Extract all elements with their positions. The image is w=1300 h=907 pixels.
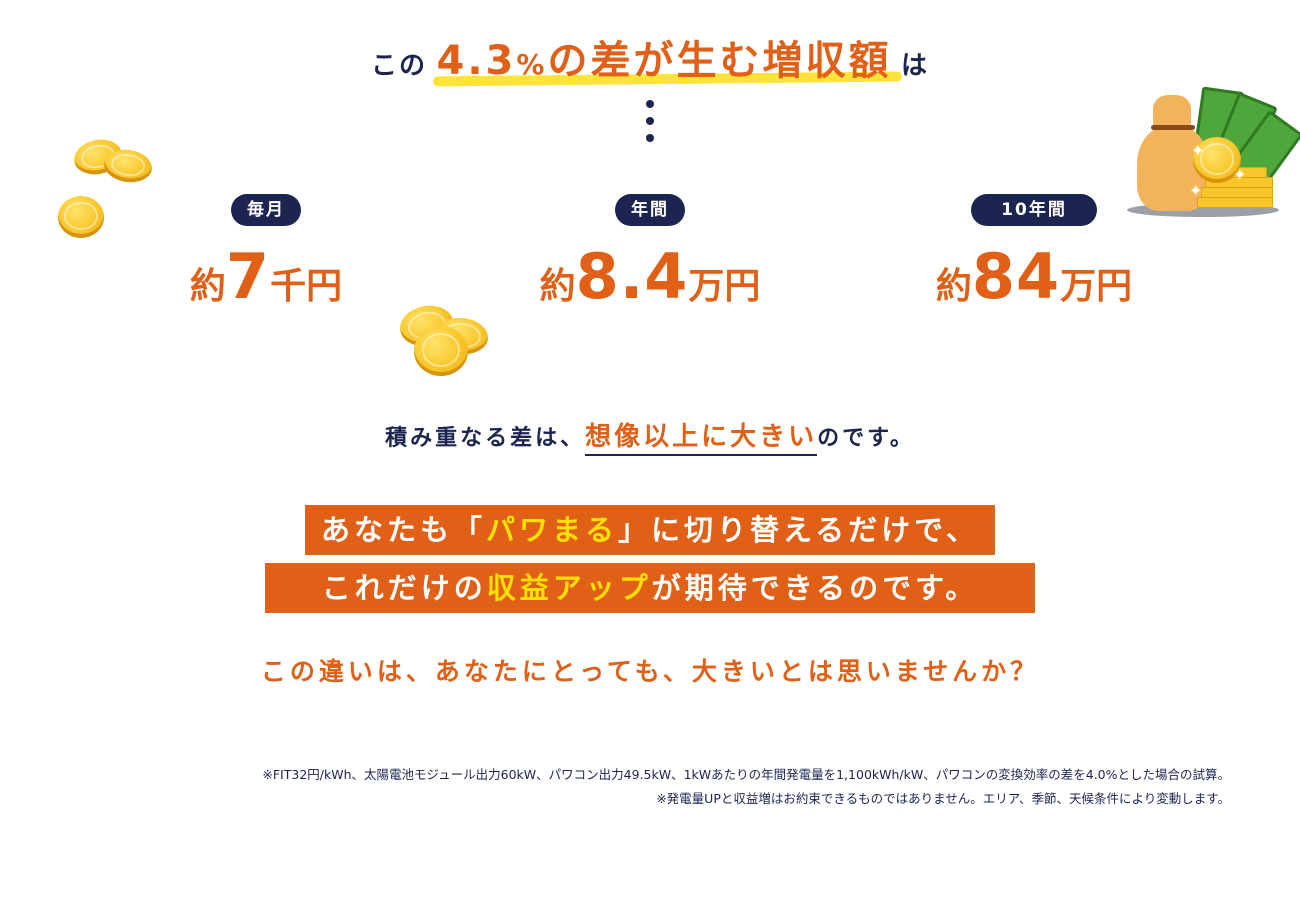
brand-name: パワまる <box>486 513 619 547</box>
heading-number: 4.3 <box>436 38 517 84</box>
period-badge: 10年間 <box>971 194 1097 226</box>
summary-text: 積み重なる差は、想像以上に大きいのです。 <box>0 416 1300 456</box>
period-badge: 年間 <box>615 194 685 226</box>
banner-switch: あなたも「パワまる」に切り替えるだけで、 <box>305 505 995 555</box>
period-amount: 約84万円 <box>935 240 1133 313</box>
period-yearly: 年間 約8.4万円 <box>500 194 800 313</box>
period-amount: 約7千円 <box>189 240 343 313</box>
period-amount: 約8.4万円 <box>539 240 761 313</box>
heading-prefix: この <box>370 51 427 81</box>
heading-highlight: 4.3%の差が生む増収額 <box>433 28 896 86</box>
money-bag-icon: ✦ ✦ ✦ <box>1125 85 1300 225</box>
footnote: ※FIT32円/kWh、太陽電池モジュール出力60kW、パワコン出力49.5kW… <box>262 767 1230 782</box>
heading-suffix: は <box>901 51 930 81</box>
period-badge: 毎月 <box>231 194 301 226</box>
summary-highlight: 想像以上に大きい <box>585 422 818 456</box>
coin-icon <box>58 196 104 238</box>
coin-icon <box>414 326 468 376</box>
closing-question: この違いは、あなたにとっても、大きいとは思いませんか？ <box>260 657 1040 686</box>
heading-percent: % <box>516 48 548 81</box>
page-heading: この 4.3%の差が生む増収額 は <box>0 28 1300 86</box>
banner-revenue: これだけの収益アップが期待できるのです。 <box>265 563 1035 613</box>
coin-icon <box>1193 137 1241 183</box>
vertical-ellipsis-icon <box>645 100 655 151</box>
period-monthly: 毎月 約7千円 <box>116 194 416 313</box>
period-ten-years: 10年間 約84万円 <box>884 194 1184 313</box>
footnote: ※発電量UPと収益増はお約束できるものではありません。エリア、季節、天候条件によ… <box>656 791 1230 806</box>
heading-highlight-text: の差が生む増収額 <box>547 38 892 84</box>
coin-icon <box>102 146 154 186</box>
